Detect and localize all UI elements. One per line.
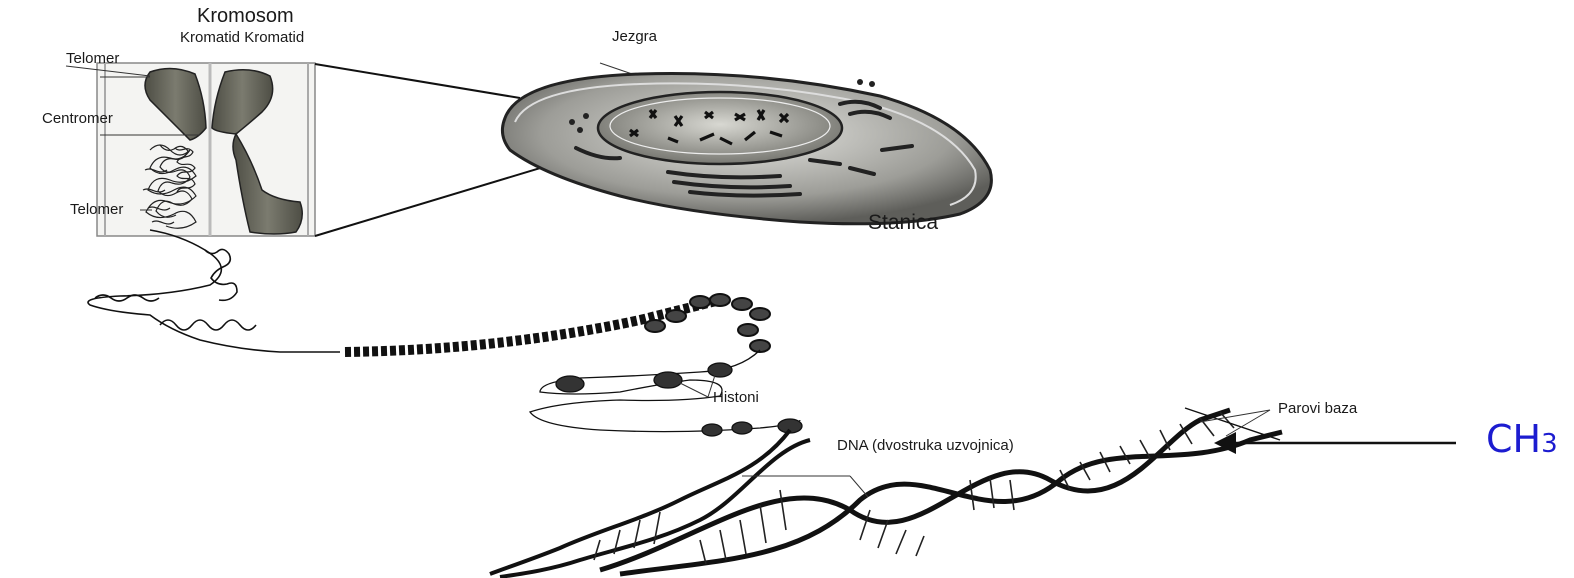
solenoid-fibre	[345, 294, 770, 352]
cell-illustration	[502, 73, 991, 223]
beads-on-string	[530, 350, 802, 436]
chromatin-fibre	[88, 230, 340, 352]
cell-label: Stanica	[868, 212, 938, 233]
dna-label: DNA (dvostruka uzvojnica)	[837, 438, 1014, 453]
nucleus-label: Jezgra	[612, 29, 657, 44]
telomere-bottom-label: Telomer	[70, 202, 123, 217]
dna-double-helix	[490, 408, 1282, 577]
histone-leader	[678, 372, 716, 397]
histones-label: Histoni	[713, 390, 759, 405]
telomere-top-label: Telomer	[66, 51, 119, 66]
base-pairs-label: Parovi baza	[1278, 401, 1357, 416]
centromere-label: Centromer	[42, 111, 113, 126]
methyl-arrow	[1214, 432, 1456, 454]
chromatids-label: Kromatid Kromatid	[180, 30, 304, 45]
chromosome-title: Kromosom	[197, 6, 294, 26]
methyl-group-label: CH3	[1486, 420, 1558, 458]
